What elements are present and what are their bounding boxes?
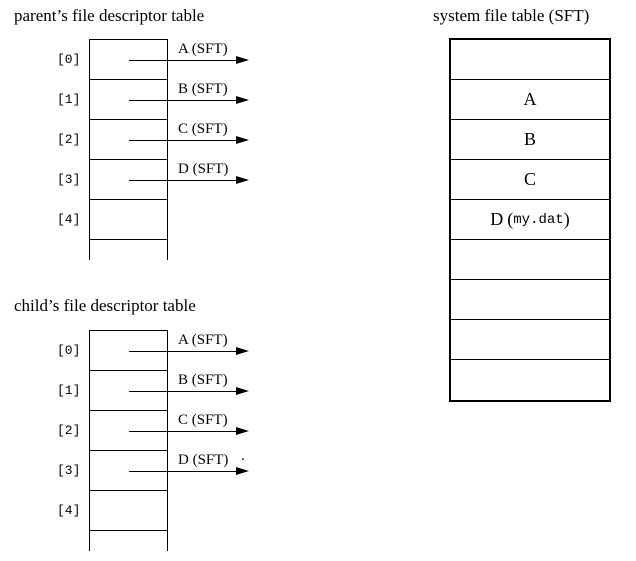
sft-row-5	[451, 240, 609, 280]
child-index-label-0: [0]	[57, 343, 81, 358]
child-pointer-arrow-0	[129, 347, 249, 355]
parent-arrow-label-0: A (SFT)	[178, 41, 228, 57]
parent-index-label-3: [3]	[57, 172, 81, 187]
sft-row-0	[451, 40, 609, 80]
parent-row-4: [4]	[57, 200, 167, 240]
child-index-label-4: [4]	[57, 503, 81, 518]
sft-entry-label-3: C	[523, 169, 536, 189]
child-arrow-label-0: A (SFT)	[178, 332, 228, 348]
child-row-4: [4]	[57, 491, 167, 531]
parent-index-label-1: [1]	[57, 92, 81, 107]
parent-fd-table: [0] A (SFT) [1] B (SFT) [2] C (SFT) [3] D (SFT)…	[57, 39, 249, 260]
child-row-3: [3] D (SFT)	[57, 451, 249, 491]
child-arrow-label-3: D (SFT)	[178, 452, 229, 468]
child-row-0: [0] A (SFT)	[57, 331, 249, 371]
child-fd-table: [0] A (SFT) [1] B (SFT) [2] C (SFT) [3] D (SFT)…	[57, 330, 249, 551]
sft-entry-label-2: B	[523, 129, 536, 149]
sft-paren-open-4: (	[507, 209, 514, 229]
sft-paren-close-4: )	[563, 209, 570, 229]
child-open-row	[90, 531, 167, 551]
parent-row-0: [0] A (SFT)	[57, 40, 249, 80]
sft-entry-label-4: D	[490, 209, 504, 229]
child-index-label-2: [2]	[57, 423, 81, 438]
child-pointer-arrow-1	[129, 387, 249, 395]
child-row-2: [2] C (SFT)	[57, 411, 249, 451]
child-table-title: child’s file descriptor table	[14, 296, 196, 315]
parent-row-2: [2] C (SFT)	[57, 120, 249, 160]
parent-pointer-arrow-3	[129, 176, 249, 184]
child-arrow-label-1: B (SFT)	[178, 372, 228, 388]
parent-open-row	[90, 240, 167, 260]
child-index-label-1: [1]	[57, 383, 81, 398]
sft-entry-label-1: A	[523, 89, 537, 109]
sft-row-2: B	[451, 120, 609, 160]
child-arrow-label-2: C (SFT)	[178, 412, 228, 428]
child-pointer-arrow-3	[129, 467, 249, 475]
parent-arrow-label-2: C (SFT)	[178, 121, 228, 137]
parent-arrow-label-1: B (SFT)	[178, 81, 228, 97]
child-row-1: [1] B (SFT)	[57, 371, 249, 411]
parent-row-1: [1] B (SFT)	[57, 80, 249, 120]
parent-row-3: [3] D (SFT)	[57, 160, 249, 200]
parent-table-title: parent’s file descriptor table	[14, 6, 205, 25]
parent-index-label-2: [2]	[57, 132, 81, 147]
sft-row-3: C	[451, 160, 609, 200]
sft-table-title: system file table (SFT)	[433, 6, 590, 25]
parent-index-label-0: [0]	[57, 52, 81, 67]
parent-pointer-arrow-1	[129, 96, 249, 104]
sft-row-1: A	[451, 80, 609, 120]
sft-file-name-4: my.dat	[513, 211, 564, 228]
sft-row-4: D(my.dat)	[451, 200, 609, 240]
stray-dot: .	[241, 448, 245, 464]
child-index-label-3: [3]	[57, 463, 81, 478]
sft-row-7	[451, 320, 609, 360]
parent-pointer-arrow-2	[129, 136, 249, 144]
parent-index-label-4: [4]	[57, 212, 81, 227]
parent-arrow-label-3: D (SFT)	[178, 161, 229, 177]
child-pointer-arrow-2	[129, 427, 249, 435]
parent-pointer-arrow-0	[129, 56, 249, 64]
sft-row-8	[451, 360, 609, 400]
sft-row-6	[451, 280, 609, 320]
